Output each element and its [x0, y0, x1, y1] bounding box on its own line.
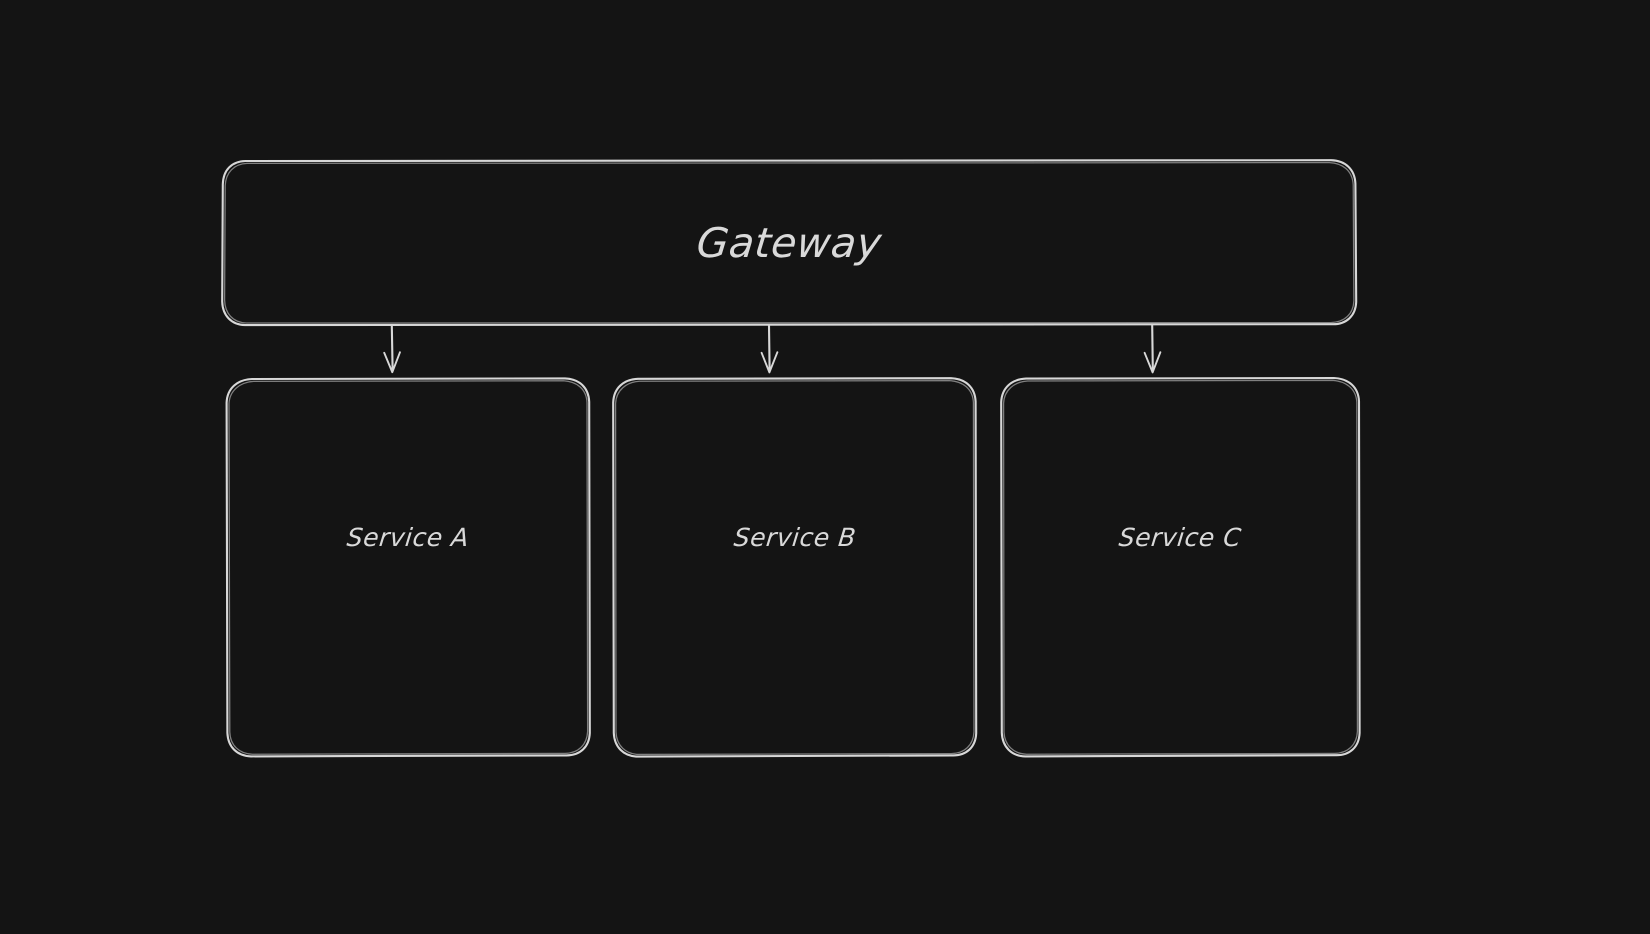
node-service-b[interactable]: Service B — [613, 378, 976, 757]
node-gateway-label: Gateway — [694, 218, 884, 267]
node-service-a[interactable]: Service A — [226, 378, 590, 757]
edge-gateway-to-service-a[interactable] — [379, 325, 405, 373]
node-service-c[interactable]: Service C — [1001, 378, 1359, 757]
edge-gateway-to-service-b[interactable] — [756, 325, 782, 373]
node-service-b-label: Service B — [731, 523, 858, 552]
node-gateway[interactable]: Gateway — [222, 160, 1356, 325]
edge-gateway-to-service-c[interactable] — [1139, 325, 1165, 373]
node-service-c-label: Service C — [1117, 523, 1243, 552]
node-service-a-label: Service A — [345, 523, 471, 552]
